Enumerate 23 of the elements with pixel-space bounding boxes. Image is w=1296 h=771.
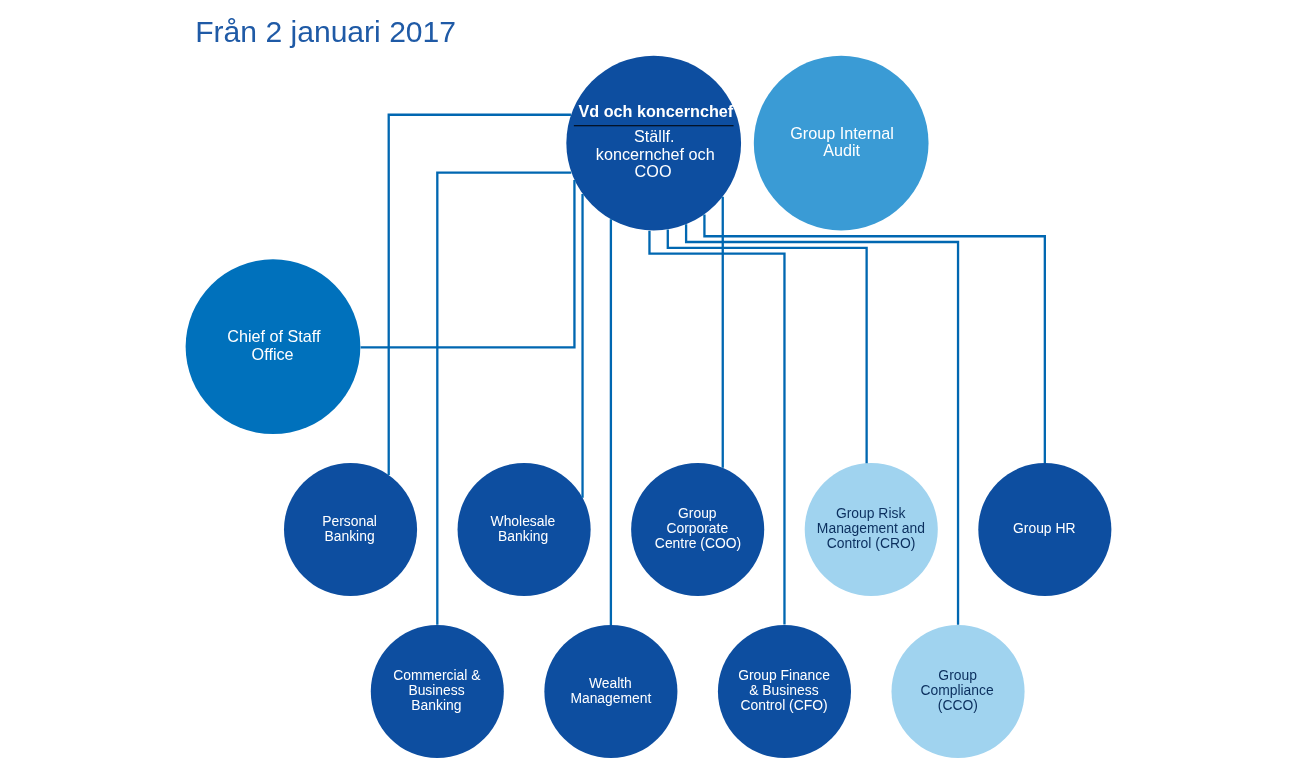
connector xyxy=(580,194,584,498)
node-circle: Vd och koncernchef Ställf. koncernchef och COO xyxy=(565,55,741,231)
node-circle: Group Corporate Centre (COO) xyxy=(630,463,764,597)
connector xyxy=(360,180,576,349)
node-circle: Group Compliance (CCO) xyxy=(891,625,1025,759)
node-circle: Commercial & Business Banking xyxy=(370,625,504,759)
connector xyxy=(609,219,612,625)
connector xyxy=(435,171,571,625)
node-circle: Group Finance & Business Control (CFO) xyxy=(717,625,851,759)
connector xyxy=(684,224,959,625)
connector xyxy=(666,229,868,464)
node-circle: Personal Banking xyxy=(283,463,417,597)
node-circle: Group Risk Management and Control (CRO) xyxy=(804,463,938,597)
connector xyxy=(387,113,571,475)
node-circle: Wholesale Banking xyxy=(457,463,591,597)
diagram-title: Från 2 januari 2017 xyxy=(194,14,456,48)
node-circle: Chief of Staff Office xyxy=(185,259,360,435)
node-circle: Wealth Management xyxy=(543,625,677,759)
connector xyxy=(647,230,786,625)
connector xyxy=(721,196,724,468)
node-circle: Group HR xyxy=(977,463,1111,597)
node-circle: Group Internal Audit xyxy=(753,55,929,231)
connector xyxy=(702,214,1046,463)
